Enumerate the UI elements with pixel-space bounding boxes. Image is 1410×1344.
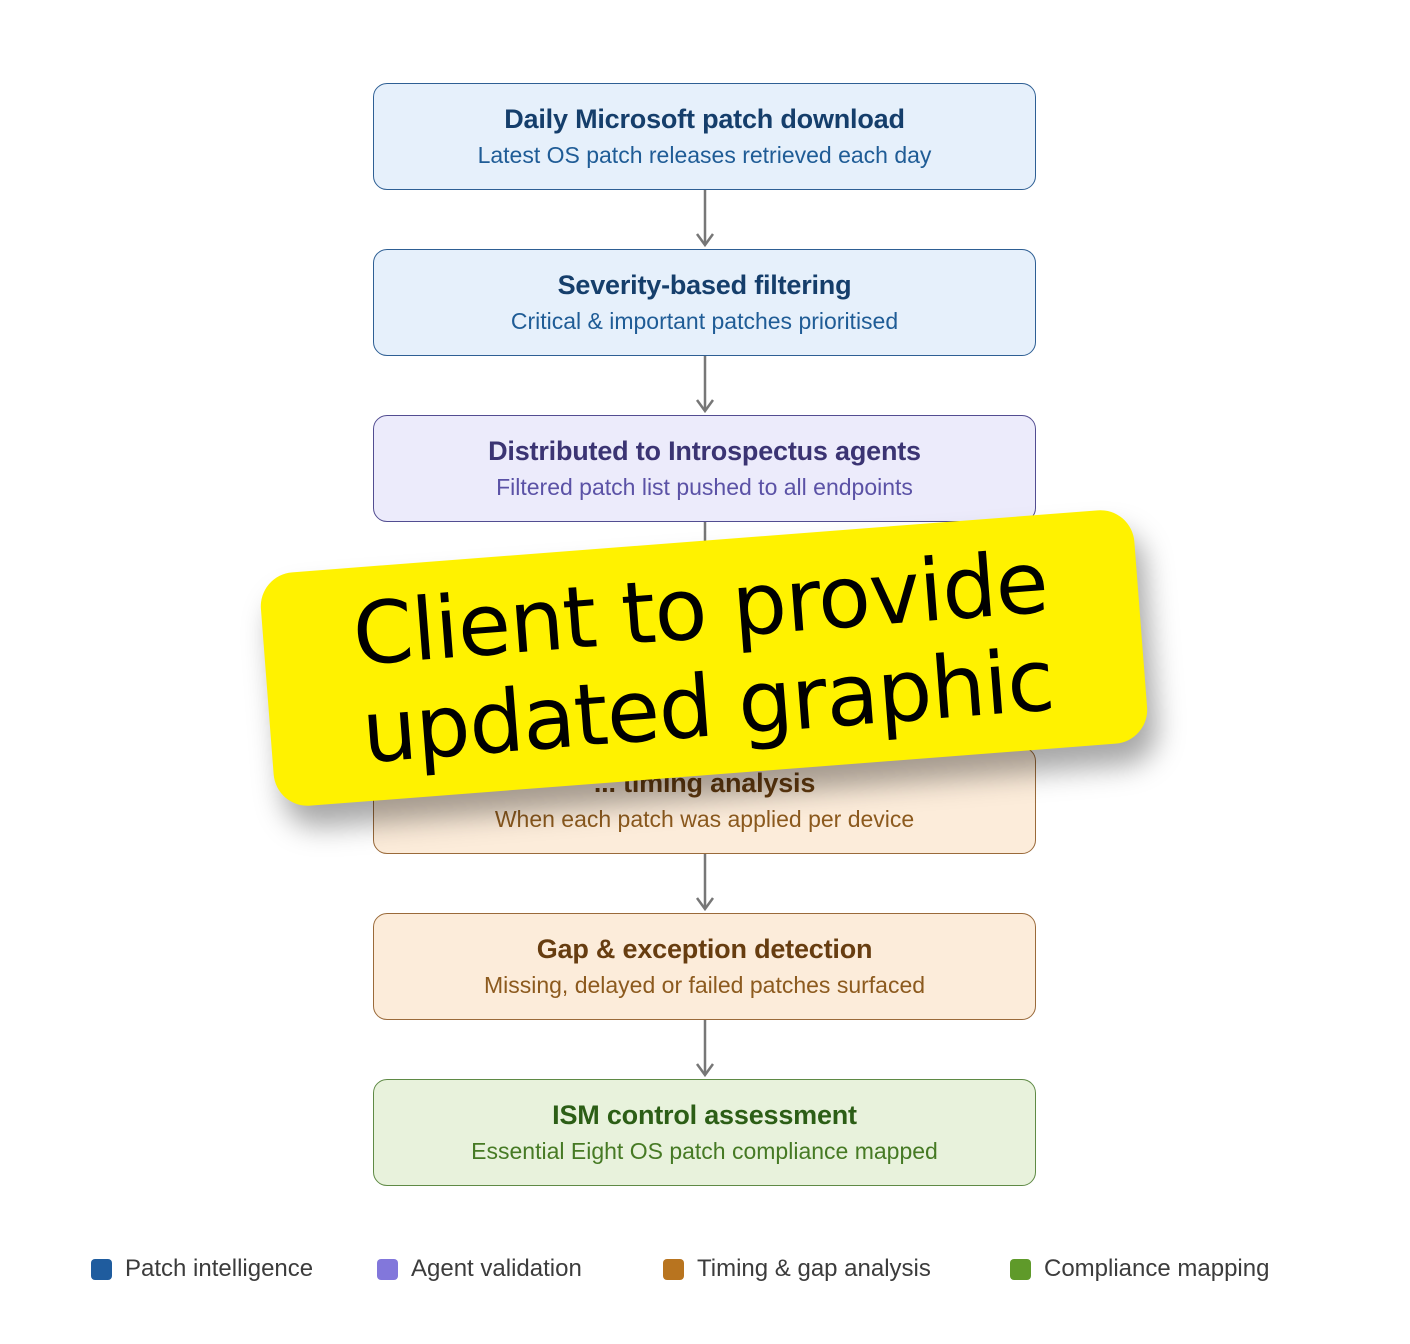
step-subtitle: Critical & important patches prioritised: [510, 308, 899, 334]
step-subtitle: Essential Eight OS patch compliance mapp…: [471, 1138, 938, 1164]
legend-swatch: [91, 1258, 112, 1280]
arrow-down-icon: [695, 1020, 715, 1078]
legend-swatch: [663, 1258, 684, 1280]
step-subtitle: Missing, delayed or failed patches surfa…: [483, 972, 926, 998]
legend: Patch intelligence Agent validation Timi…: [0, 1254, 1410, 1284]
legend-item-timing-gap-analysis: Timing & gap analysis: [663, 1254, 931, 1284]
step-title: Daily Microsoft patch download: [504, 104, 905, 134]
step-daily-patch-download: Daily Microsoft patch download Latest OS…: [373, 83, 1036, 190]
step-severity-filtering: Severity-based filtering Critical & impo…: [373, 249, 1036, 356]
step-title: Distributed to Introspectus agents: [488, 436, 921, 466]
step-subtitle: Latest OS patch releases retrieved each …: [477, 142, 932, 168]
step-distributed-to-agents: Distributed to Introspectus agents Filte…: [373, 415, 1036, 522]
step-title: Gap & exception detection: [536, 934, 873, 964]
legend-swatch: [1010, 1258, 1031, 1280]
legend-swatch: [377, 1258, 398, 1280]
step-gap-detection: Gap & exception detection Missing, delay…: [373, 913, 1036, 1020]
legend-label: Patch intelligence: [125, 1255, 314, 1282]
arrow-down-icon: [695, 854, 715, 912]
step-subtitle: When each patch was applied per device: [494, 806, 915, 832]
legend-item-agent-validation: Agent validation: [377, 1254, 582, 1284]
step-subtitle: Filtered patch list pushed to all endpoi…: [496, 474, 913, 500]
step-title: Severity-based filtering: [557, 270, 852, 300]
arrow-down-icon: [695, 356, 715, 414]
step-title: ISM control assessment: [552, 1100, 857, 1130]
legend-item-compliance-mapping: Compliance mapping: [1010, 1254, 1269, 1284]
legend-item-patch-intelligence: Patch intelligence: [91, 1254, 313, 1284]
legend-label: Compliance mapping: [1044, 1255, 1270, 1282]
step-ism-assessment: ISM control assessment Essential Eight O…: [373, 1079, 1036, 1186]
legend-label: Agent validation: [411, 1255, 582, 1282]
legend-label: Timing & gap analysis: [697, 1255, 931, 1282]
arrow-down-icon: [695, 190, 715, 248]
